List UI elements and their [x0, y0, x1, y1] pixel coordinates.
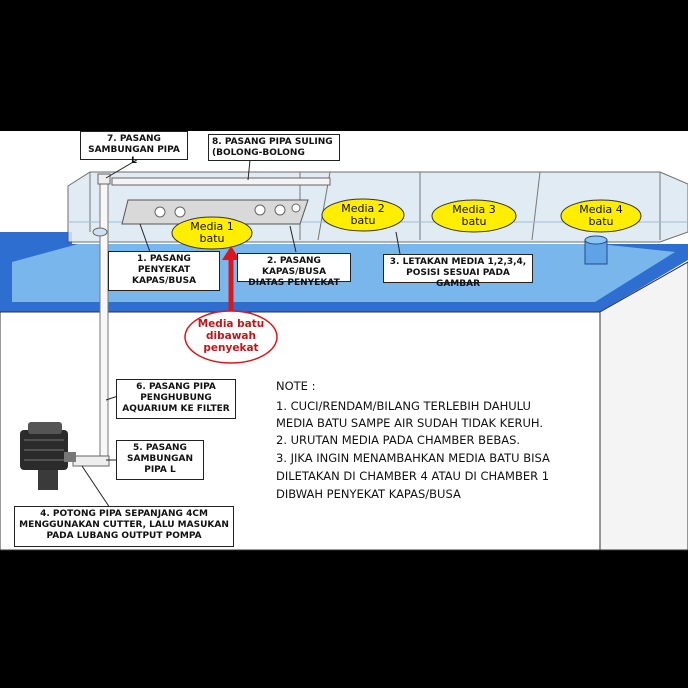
note-line-1: 1. CUCI/RENDAM/BILANG TERLEBIH DAHULU: [276, 399, 531, 413]
label-step-8: 8. PASANG PIPA SULING (BOLONG-BOLONG: [208, 134, 340, 161]
label-step-2: 2. PASANG KAPAS/BUSA DIATAS PENYEKAT: [237, 253, 351, 288]
media-3-ellipse: [431, 199, 517, 233]
label-step-6: 6. PASANG PIPA PENGHUBUNG AQUARIUM KE FI…: [116, 379, 236, 419]
media-3-label: Media 3 batu: [452, 203, 496, 228]
callout-ellipse: [184, 310, 278, 364]
pipe-elbow-top: [97, 173, 111, 185]
suling-pipe: [111, 177, 331, 186]
water-pump-icon: [20, 422, 76, 490]
label-step-3: 3. LETAKAN MEDIA 1,2,3,4, POSISI SESUAI …: [383, 254, 533, 289]
note-title: NOTE :: [276, 379, 316, 393]
note-line-2: MEDIA BATU SAMPE AIR SUDAH TIDAK KERUH.: [276, 416, 543, 430]
media-4-label: Media 4 batu: [579, 203, 623, 228]
note-line-6: DIBWAH PENYEKAT KAPAS/BUSA: [276, 487, 461, 501]
label-step-1: 1. PASANG PENYEKAT KAPAS/BUSA: [108, 251, 220, 291]
callout-text: Media batu dibawah penyekat: [197, 318, 265, 354]
media-1-ellipse: [171, 216, 253, 250]
media-2-ellipse: [321, 198, 405, 232]
label-step-5: 5. PASANG SAMBUNGAN PIPA L: [116, 440, 204, 480]
note-line-4: 3. JIKA INGIN MENAMBAHKAN MEDIA BATU BIS…: [276, 451, 550, 465]
connector-pipe: [99, 177, 109, 463]
label-step-7: 7. PASANG SAMBUNGAN PIPA L: [80, 131, 188, 166]
pipe-elbow-bottom: [72, 455, 110, 467]
label-step-4: 4. POTONG PIPA SEPANJANG 4CM MENGGUNAKAN…: [14, 506, 234, 547]
note-line-3: 2. URUTAN MEDIA PADA CHAMBER BEBAS.: [276, 433, 521, 447]
media-4-ellipse: [560, 199, 642, 233]
media-2-label: Media 2 batu: [341, 202, 385, 227]
note-line-5: DILETAKAN DI CHAMBER 4 ATAU DI CHAMBER 1: [276, 469, 550, 483]
aquarium-side: [599, 261, 688, 551]
media-1-label: Media 1 batu: [190, 220, 234, 245]
